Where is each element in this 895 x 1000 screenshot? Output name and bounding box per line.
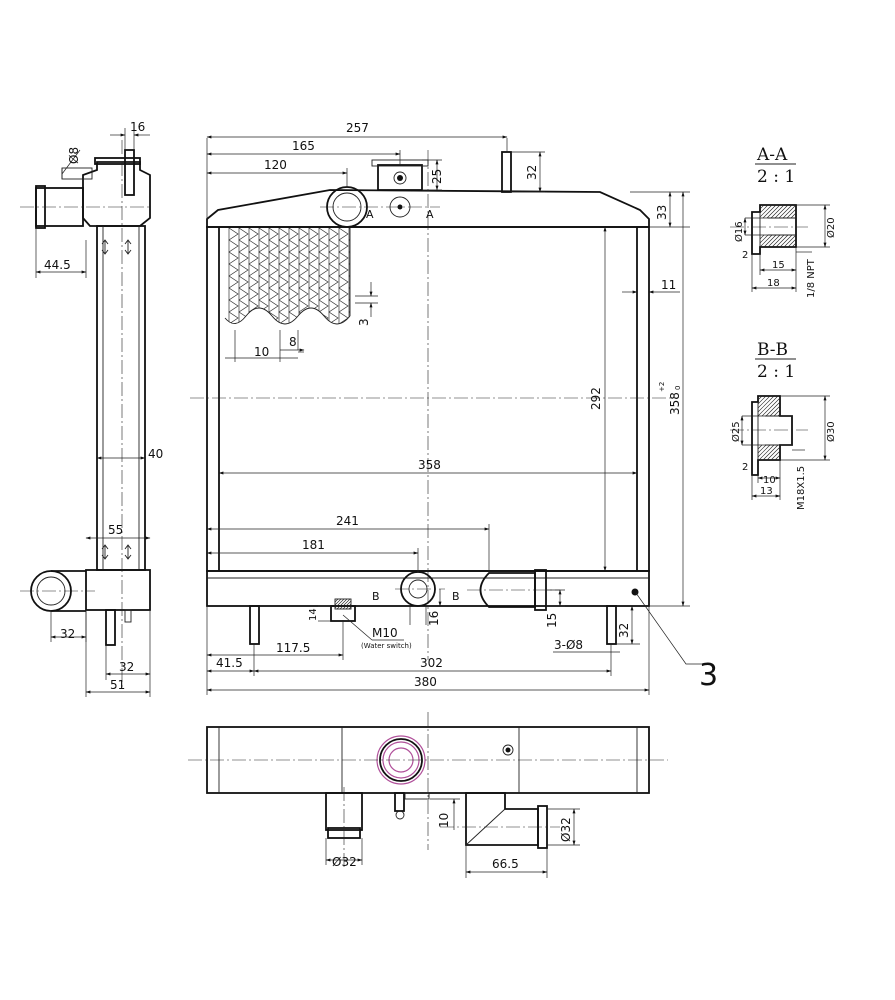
section-aa-w18: 18 <box>767 278 780 289</box>
side-dim-55: 55 <box>108 523 123 537</box>
section-bb-title: B-B <box>757 340 788 360</box>
dim-32-top: 32 <box>525 165 539 180</box>
dim-181: 181 <box>302 538 325 552</box>
side-dim-51: 51 <box>110 678 125 692</box>
mount-pin-right <box>606 605 617 645</box>
dim-14: 14 <box>308 608 319 621</box>
dim-11: 11 <box>661 278 676 292</box>
dim-302: 302 <box>420 656 443 670</box>
bottom-dim-10: 10 <box>437 813 451 828</box>
dim-25: 25 <box>430 169 444 184</box>
dim-358-height: 358 <box>668 392 682 415</box>
side-dim-40: 40 <box>148 447 163 461</box>
fin-detail <box>228 228 350 324</box>
section-aa: A-A 2 : 1 Ø16 Ø20 2 15 18 1/8 NPT <box>730 145 837 298</box>
lower-pipe <box>479 572 536 608</box>
dim-257: 257 <box>346 121 369 135</box>
holes-3-d8: 3-Ø8 <box>554 638 583 652</box>
side-top-tank <box>82 161 151 227</box>
dim-241: 241 <box>336 514 359 528</box>
front-view: A A B B 257 165 120 25 32 33 <box>190 121 718 695</box>
section-aa-d16: Ø16 <box>733 221 745 242</box>
label-m10: M10 <box>372 626 398 640</box>
section-bb-w10: 10 <box>763 475 776 486</box>
cut-label-a-left: A <box>366 208 374 221</box>
side-dim-32-b: 32 <box>119 660 134 674</box>
dim-380: 380 <box>414 675 437 689</box>
side-dim-32-a: 32 <box>60 627 75 641</box>
section-aa-w15: 15 <box>772 260 785 271</box>
dim-165: 165 <box>292 139 315 153</box>
cut-label-b-right: B <box>452 590 460 603</box>
side-top-pin <box>124 149 135 196</box>
tol-upper: +2 <box>658 382 666 392</box>
top-pin <box>501 151 512 193</box>
callout-3: 3 <box>699 658 718 693</box>
tol-lower: 0 <box>674 386 682 390</box>
dim-15: 15 <box>545 613 559 628</box>
section-bb-d30: Ø30 <box>825 421 837 442</box>
section-bb-w13: 13 <box>760 486 773 497</box>
dim-16: 16 <box>427 611 441 626</box>
section-aa-title: A-A <box>756 145 788 165</box>
section-aa-fitting <box>751 204 797 255</box>
section-aa-wall: 2 <box>742 250 748 261</box>
side-dim-16: 16 <box>130 120 145 134</box>
bottom-view-stub <box>394 792 405 812</box>
side-core <box>96 225 146 571</box>
section-bb-scale: 2 : 1 <box>757 362 795 382</box>
section-aa-thread: 1/8 NPT <box>806 258 817 298</box>
cut-label-a-right: A <box>426 208 434 221</box>
dim-358-width: 358 <box>418 458 441 472</box>
dim-10: 10 <box>254 345 269 359</box>
side-dim-d8: Ø8 <box>67 147 81 164</box>
section-bb: B-B 2 : 1 Ø25 Ø30 2 10 13 M18X1.5 <box>730 340 837 510</box>
bottom-dim-66-5: 66.5 <box>492 857 519 871</box>
side-view: 16 Ø8 44.5 40 55 32 32 51 <box>20 120 163 697</box>
dim-292: 292 <box>589 387 603 410</box>
dim-41-5: 41.5 <box>216 656 243 670</box>
dim-120: 120 <box>264 158 287 172</box>
side-bottom-tank <box>85 569 151 611</box>
side-dim-44-5: 44.5 <box>44 258 71 272</box>
dim-33: 33 <box>655 205 669 220</box>
dim-32-leg: 32 <box>617 623 631 638</box>
bottom-view: Ø32 10 Ø32 66.5 <box>188 712 668 878</box>
cut-label-b-left: B <box>372 590 380 603</box>
label-water-switch: (Water switch) <box>361 642 412 650</box>
bottom-dim-d32-a: Ø32 <box>332 855 357 869</box>
section-bb-wall: 2 <box>742 462 748 473</box>
dim-117-5: 117.5 <box>276 641 310 655</box>
mount-pin-left <box>249 605 260 645</box>
section-bb-d25: Ø25 <box>730 421 742 442</box>
dim-8: 8 <box>289 335 297 349</box>
side-bottom-pin <box>105 609 116 646</box>
section-bb-thread: M18X1.5 <box>796 466 807 510</box>
bottom-dim-d32-b: Ø32 <box>559 817 573 842</box>
dim-3: 3 <box>357 318 371 326</box>
section-aa-d20: Ø20 <box>825 217 837 238</box>
bottom-view-pipe-right <box>465 792 539 846</box>
section-aa-scale: 2 : 1 <box>757 167 795 187</box>
